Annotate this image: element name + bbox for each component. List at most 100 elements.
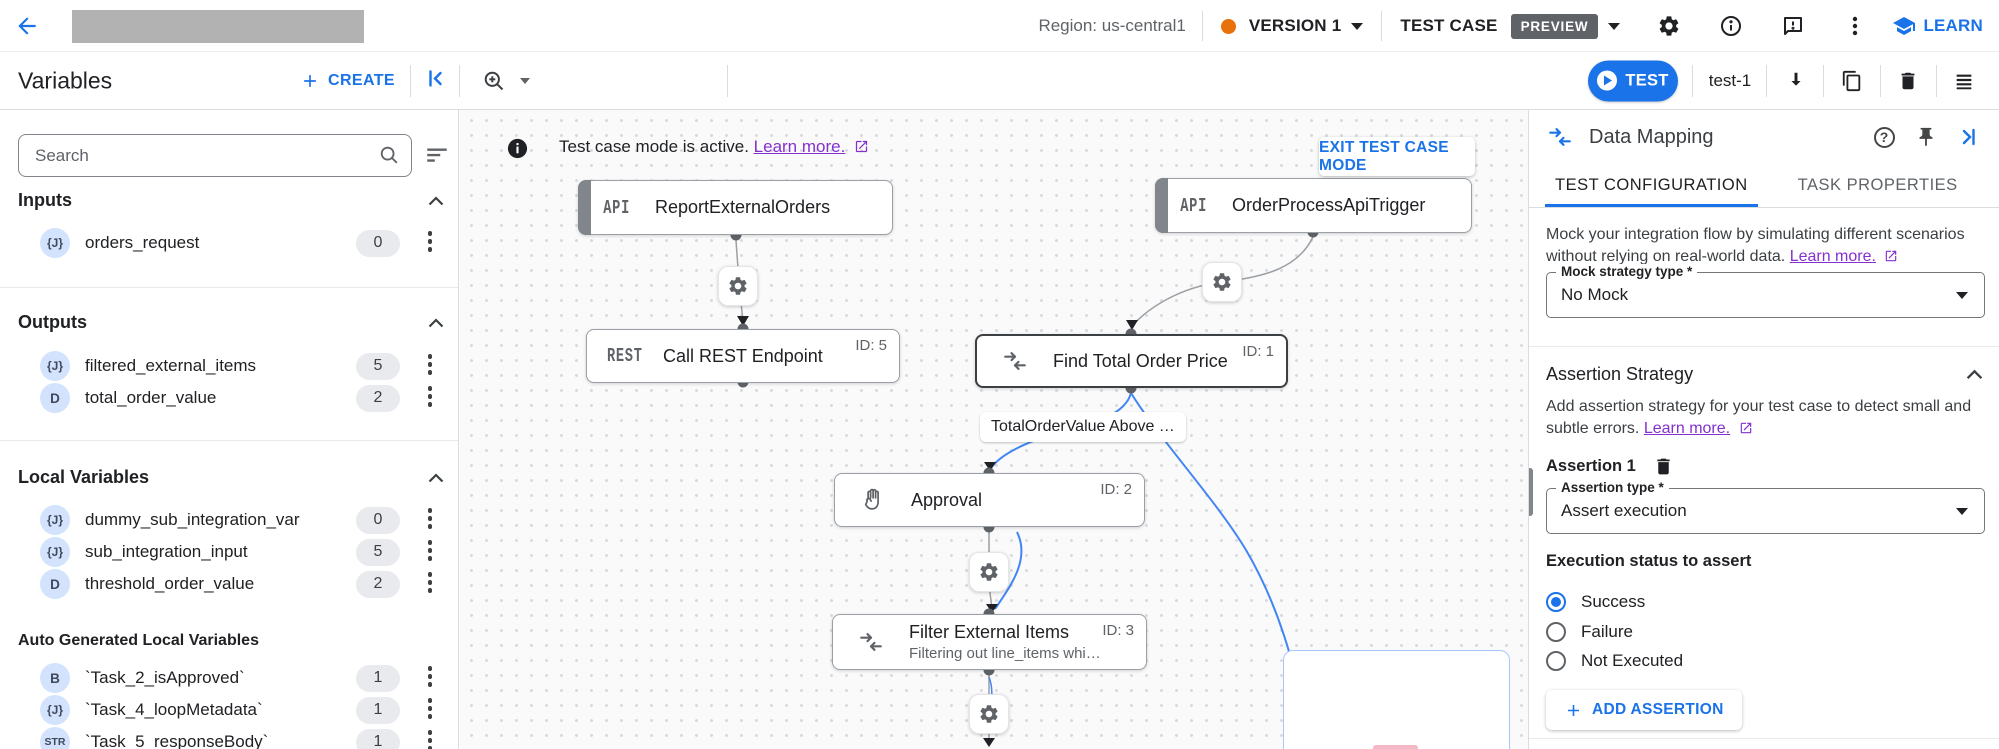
panel-scrollbar-thumb[interactable] (1529, 468, 1533, 516)
assertion-item-header: Assertion 1 (1546, 450, 1680, 482)
add-assertion-button[interactable]: ADD ASSERTION (1546, 690, 1742, 730)
radio-success[interactable]: Success (1546, 590, 1645, 614)
node-call-rest-endpoint[interactable]: REST Call REST Endpoint ID: 5 (586, 329, 900, 383)
help-icon[interactable] (1863, 116, 1905, 158)
variable-row[interactable]: {J} `Task_4_loopMetadata` 1 (0, 694, 458, 726)
more-vert-icon[interactable] (427, 386, 432, 391)
variable-row[interactable]: D total_order_value 2 (0, 382, 458, 414)
radio-label: Success (1581, 592, 1646, 611)
copy-icon[interactable] (1832, 61, 1872, 101)
variable-name: `Task_4_loopMetadata` (85, 700, 263, 719)
learn-more-link[interactable]: Learn more. (1643, 420, 1731, 437)
more-vert-icon[interactable] (427, 698, 432, 703)
tab-test-configuration[interactable]: TEST CONFIGURATION (1545, 164, 1758, 207)
create-variable-button[interactable]: CREATE (300, 71, 395, 91)
more-vert-icon[interactable] (427, 666, 432, 671)
node-id: ID: 1 (1242, 343, 1274, 360)
edge-gear-icon[interactable] (718, 266, 758, 306)
test-button[interactable]: TEST (1588, 60, 1678, 101)
test-case-selector[interactable]: TEST CASE PREVIEW (1382, 13, 1638, 39)
field-label: Mock strategy type * (1556, 264, 1698, 279)
section-title: Local Variables (18, 466, 150, 487)
delete-assertion-icon[interactable] (1648, 450, 1680, 482)
back-arrow-icon[interactable] (14, 13, 40, 39)
more-vert-icon[interactable] (427, 540, 432, 545)
learn-more-link[interactable]: Learn more. (1789, 248, 1876, 265)
open-in-new-icon (1884, 248, 1898, 270)
more-vert-icon[interactable] (1834, 5, 1876, 47)
field-label: Assertion type * (1556, 480, 1669, 495)
assertion-type-select[interactable]: Assertion type * Assert execution (1546, 480, 1985, 534)
variable-row[interactable]: STR `Task_5_responseBody` 1 (0, 726, 458, 749)
variable-row[interactable]: {J} filtered_external_items 5 (0, 350, 458, 382)
variable-row[interactable]: D threshold_order_value 2 (0, 568, 458, 600)
more-vert-icon[interactable] (427, 231, 432, 236)
chevron-up-icon (428, 467, 444, 488)
rest-icon: REST (607, 345, 643, 367)
chevron-down-icon (1608, 22, 1621, 30)
version-selector[interactable]: VERSION 1 (1203, 16, 1382, 36)
radio-failure[interactable]: Failure (1546, 620, 1633, 644)
variable-row[interactable]: {J} dummy_sub_integration_var 0 (0, 504, 458, 536)
more-vert-icon[interactable] (427, 354, 432, 359)
node-report-external-orders[interactable]: API ReportExternalOrders (578, 180, 893, 235)
section-title: Auto Generated Local Variables (18, 632, 259, 649)
open-in-new-icon (1739, 420, 1753, 442)
learn-button[interactable]: LEARN (1892, 14, 1983, 38)
variable-row[interactable]: {J} orders_request 0 (0, 227, 458, 259)
usage-count-badge: 1 (356, 664, 400, 692)
divider (459, 64, 460, 97)
panel-tabs: TEST CONFIGURATION TASK PROPERTIES (1529, 164, 1999, 208)
node-approval[interactable]: Approval ID: 2 (834, 473, 1145, 527)
feedback-icon[interactable] (1772, 5, 1814, 47)
node-find-total-order-price[interactable]: Find Total Order Price ID: 1 (975, 334, 1288, 388)
flow-canvas[interactable]: Test case mode is active. Learn more. EX… (460, 110, 1528, 749)
more-vert-icon[interactable] (427, 730, 432, 735)
list-view-icon[interactable] (1944, 61, 1984, 101)
string-type-icon: STR (40, 727, 70, 749)
version-label: VERSION 1 (1248, 16, 1342, 35)
section-header-outputs[interactable]: Outputs (18, 310, 444, 334)
section-title: Inputs (18, 189, 72, 210)
node-order-process-api-trigger[interactable]: API OrderProcessApiTrigger (1155, 178, 1472, 233)
radio-not-executed[interactable]: Not Executed (1546, 649, 1683, 673)
json-type-icon: {J} (40, 228, 70, 258)
settings-gear-icon[interactable] (1648, 5, 1690, 47)
download-icon[interactable] (1776, 61, 1816, 101)
exit-test-case-mode-button[interactable]: EXIT TEST CASE MODE (1319, 137, 1475, 176)
more-vert-icon[interactable] (427, 508, 432, 513)
collapse-panel-icon[interactable] (1947, 116, 1989, 158)
info-icon[interactable] (1710, 5, 1752, 47)
radio-unselected-icon (1546, 622, 1566, 642)
mock-strategy-select[interactable]: Mock strategy type * No Mock (1546, 264, 1985, 318)
sort-icon[interactable] (424, 142, 450, 173)
collapse-sidebar-icon[interactable] (424, 66, 448, 95)
variable-name: dummy_sub_integration_var (85, 510, 300, 529)
test-case-name[interactable]: test-1 (1708, 70, 1752, 90)
node-title: ReportExternalOrders (655, 197, 831, 217)
json-type-icon: {J} (40, 505, 70, 535)
chevron-down-icon (1956, 507, 1968, 515)
node-filter-external-items[interactable]: Filter External Items Filtering out line… (832, 614, 1147, 670)
edge-gear-icon[interactable] (969, 552, 1009, 592)
section-header-local-variables[interactable]: Local Variables (18, 465, 444, 489)
zoom-control[interactable] (482, 69, 530, 93)
variable-row[interactable]: {J} sub_integration_input 5 (0, 536, 458, 568)
divider (1381, 11, 1383, 41)
execution-status-label: Execution status to assert (1546, 552, 1752, 570)
more-vert-icon[interactable] (427, 572, 432, 577)
edge-gear-icon[interactable] (1202, 262, 1242, 302)
chevron-up-icon (428, 190, 444, 211)
learn-more-link[interactable]: Learn more. (753, 137, 846, 156)
node-id: ID: 2 (1100, 481, 1132, 498)
search-input[interactable] (18, 134, 412, 177)
pin-icon[interactable] (1905, 116, 1947, 158)
section-header-inputs[interactable]: Inputs (18, 188, 444, 212)
edge-gear-icon[interactable] (969, 694, 1009, 734)
variable-row[interactable]: B `Task_2_isApproved` 1 (0, 662, 458, 694)
delete-icon[interactable] (1888, 61, 1928, 101)
assertion-strategy-header[interactable]: Assertion Strategy (1546, 364, 1983, 385)
test-mode-banner: Test case mode is active. Learn more. (460, 110, 1528, 186)
tab-task-properties[interactable]: TASK PROPERTIES (1797, 176, 1958, 194)
edge-condition-label[interactable]: TotalOrderValue Above … (980, 412, 1186, 442)
